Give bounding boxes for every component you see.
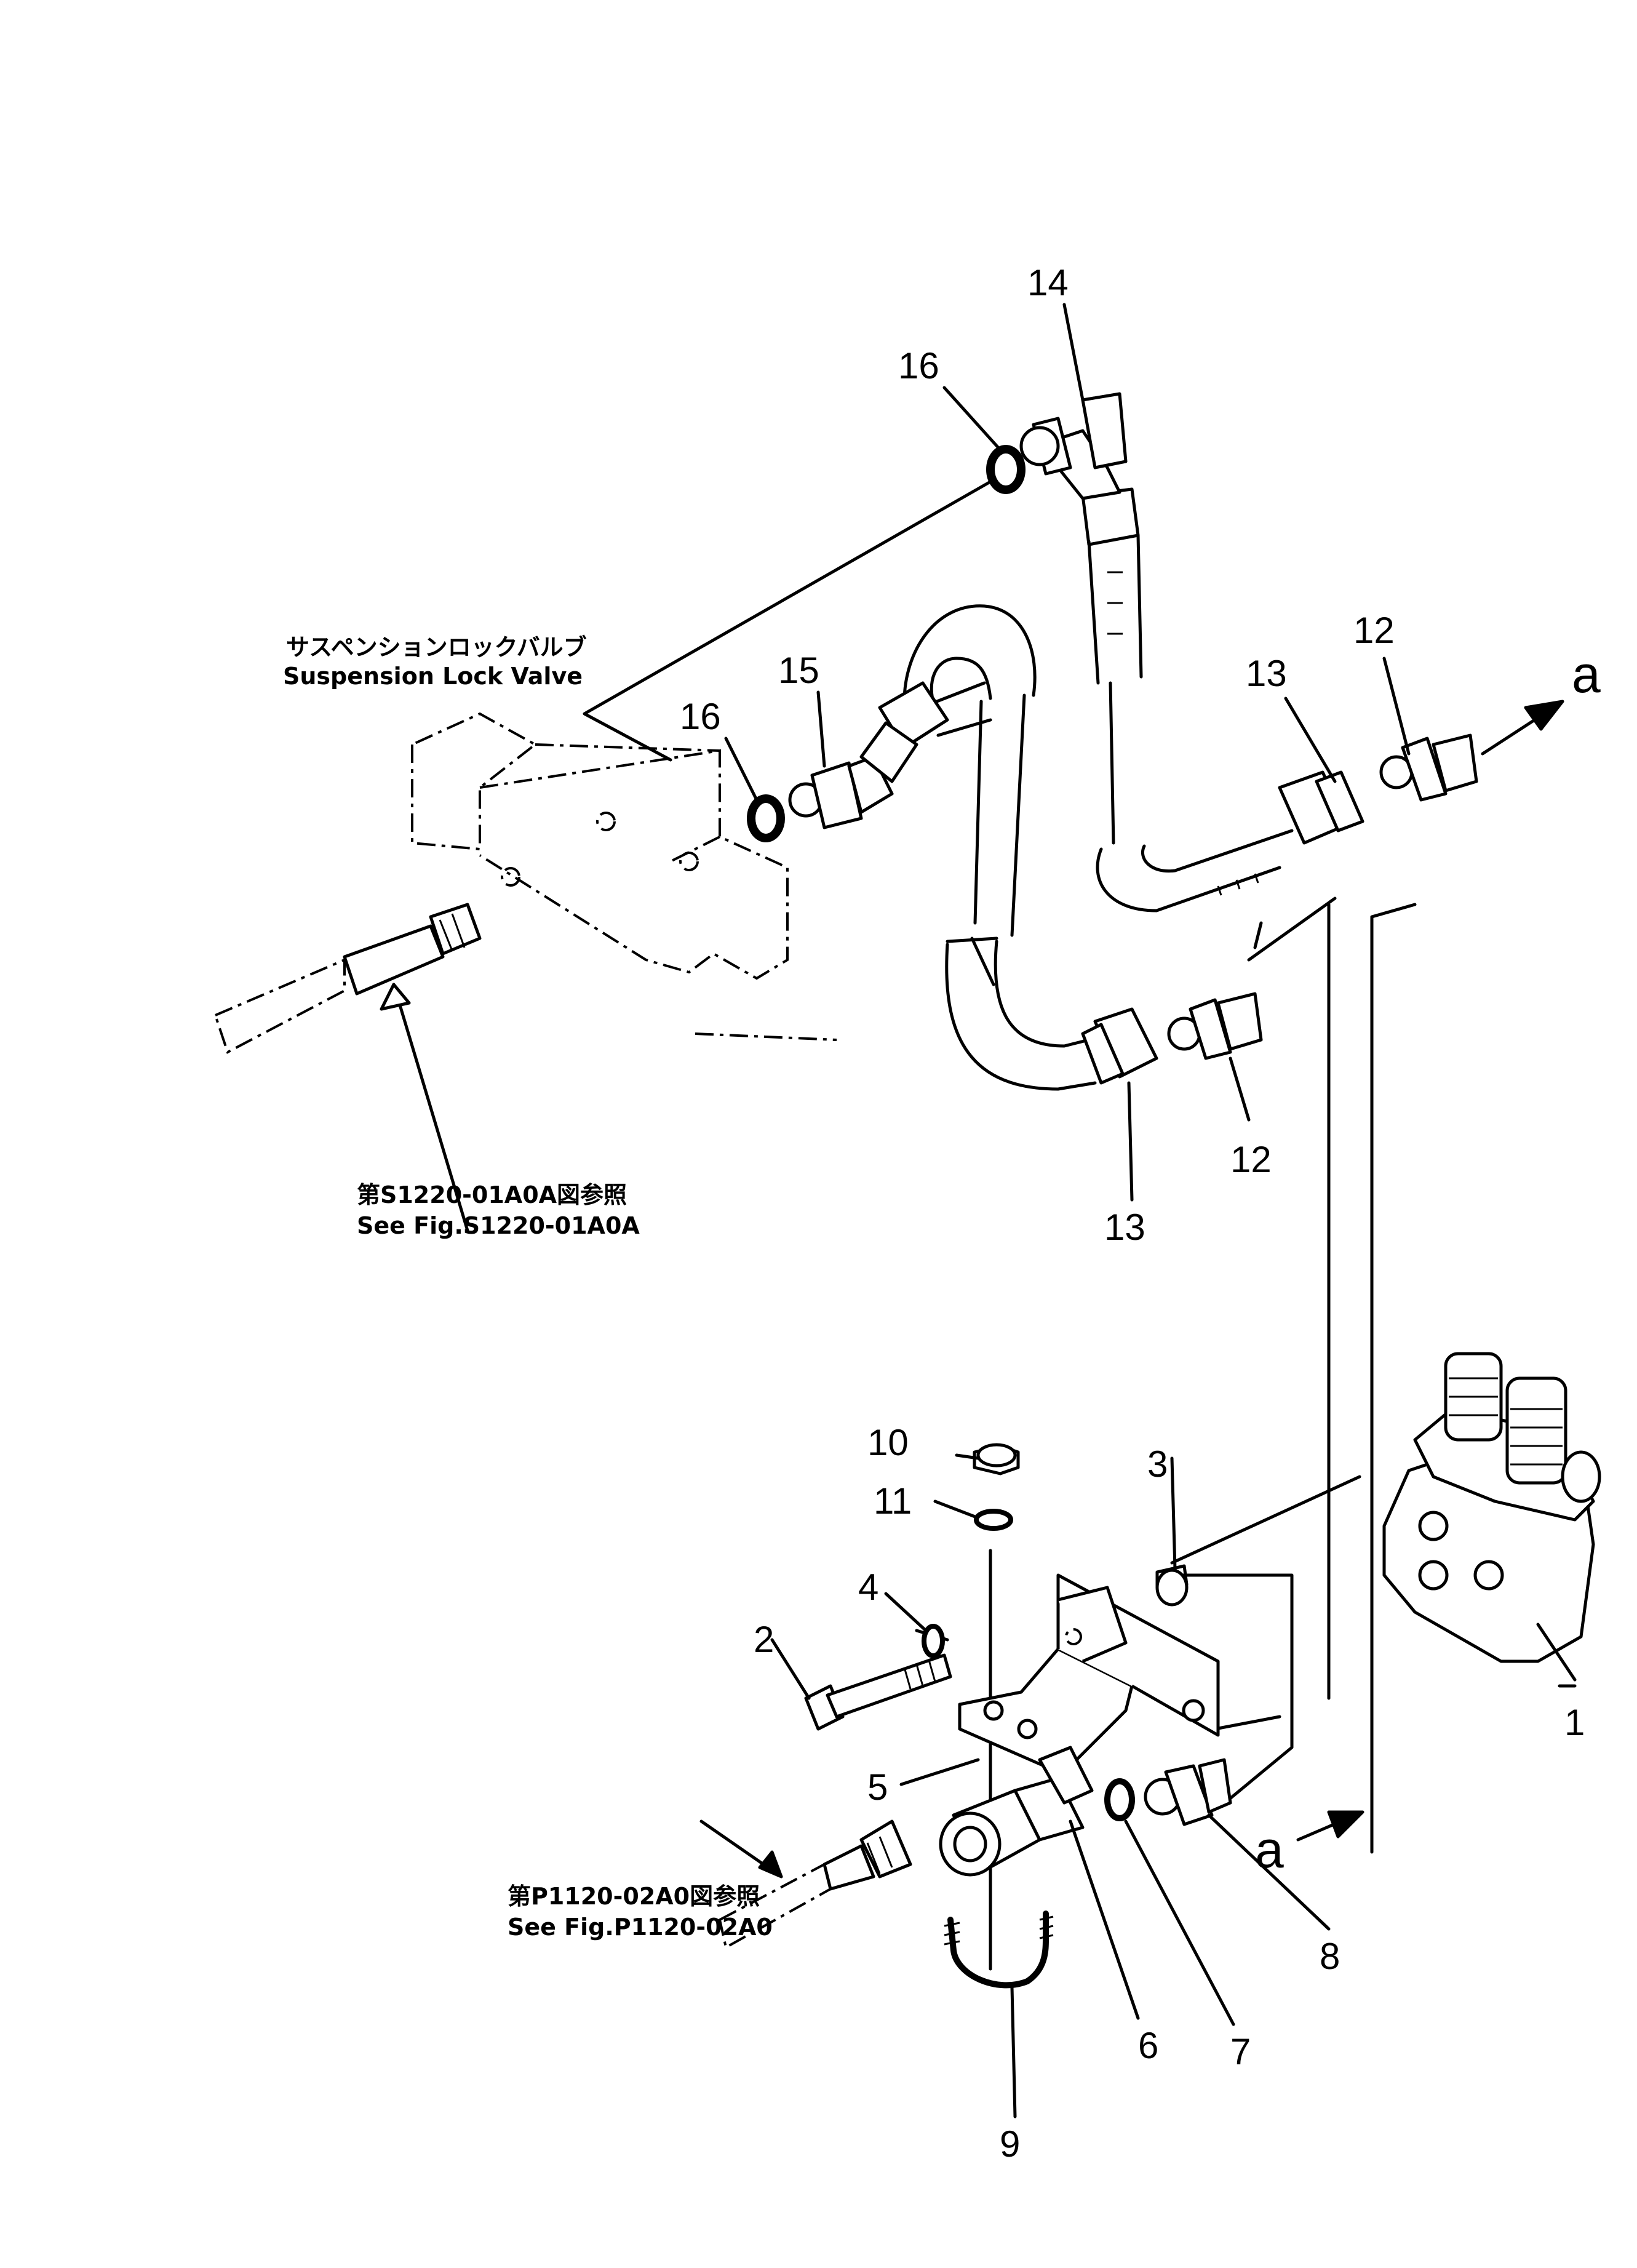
callout-13-lower: 13 xyxy=(1104,1207,1145,1248)
nut-10 xyxy=(973,1443,1020,1475)
callout-12-lower: 12 xyxy=(1230,1139,1272,1180)
arrow-a-bottom xyxy=(1296,1810,1364,1842)
callout-11: 11 xyxy=(874,1480,912,1522)
callout-10: 10 xyxy=(867,1422,909,1463)
elbow-fitting-14 xyxy=(1019,392,1128,500)
connector-8 xyxy=(1144,1758,1232,1826)
ref-note-1-en: See Fig.S1220-01A0A xyxy=(357,1212,640,1239)
valve-name-en: Suspension Lock Valve xyxy=(283,663,583,690)
callout-5: 5 xyxy=(867,1767,888,1808)
callout-1: 1 xyxy=(1564,1702,1585,1743)
callout-numbers: 1 2 3 4 5 6 7 8 9 10 11 12 12 13 13 14 1… xyxy=(680,262,1585,2165)
connector-12-lower xyxy=(1167,992,1263,1060)
pipe-left xyxy=(213,903,482,1232)
o-ring-16-upper xyxy=(986,445,1026,494)
notes: サスペンションロックバルブ Suspension Lock Valve 第S12… xyxy=(283,634,773,1941)
fitting-6 xyxy=(939,1746,1094,1877)
callout-16-upper: 16 xyxy=(898,345,939,386)
callout-16-lower: 16 xyxy=(680,696,721,737)
callout-8: 8 xyxy=(1320,1936,1340,1977)
arrow-a-top xyxy=(1481,700,1564,756)
bracket-5 xyxy=(958,1573,1220,1774)
o-ring-16-lower xyxy=(747,794,785,842)
callout-9: 9 xyxy=(1000,2123,1020,2165)
suspension-lock-valve xyxy=(411,712,837,1041)
callout-7: 7 xyxy=(1230,2031,1251,2072)
u-bolt-9 xyxy=(944,1911,1054,1989)
hose-lower xyxy=(878,604,1158,1091)
hose-upper xyxy=(1081,487,1364,912)
callout-14: 14 xyxy=(1027,262,1069,303)
connector-12-upper xyxy=(1379,733,1478,802)
callout-13-upper: 13 xyxy=(1246,653,1287,694)
callout-3: 3 xyxy=(1147,1443,1168,1485)
washer-11 xyxy=(974,1509,1013,1531)
pipe-lower-left xyxy=(699,1819,912,1950)
mark-a-bottom: a xyxy=(1255,1821,1284,1879)
callout-2: 2 xyxy=(754,1619,774,1660)
bolt-2 xyxy=(804,1653,952,1731)
ref-note-1-ja: 第S1220-01A0A図参照 xyxy=(357,1181,627,1208)
mark-a-top: a xyxy=(1572,645,1601,703)
callout-leaders xyxy=(724,303,1577,2118)
ref-note-2-en: See Fig.P1120-02A0 xyxy=(508,1914,773,1941)
valve-name-ja: サスペンションロックバルブ xyxy=(286,634,587,661)
callout-4: 4 xyxy=(858,1567,878,1608)
spacer-3 xyxy=(1155,1564,1189,1607)
ref-note-2-ja: 第P1120-02A0図参照 xyxy=(508,1883,760,1910)
callout-15: 15 xyxy=(778,650,819,691)
washer-4 xyxy=(922,1624,945,1658)
valve-assembly-1 xyxy=(1382,1352,1601,1682)
leader-lines xyxy=(583,478,1417,1971)
callout-12-upper: 12 xyxy=(1353,610,1395,651)
callout-6: 6 xyxy=(1138,2025,1158,2066)
elbow-fitting-15 xyxy=(788,721,918,829)
o-ring-7 xyxy=(1104,1778,1135,1821)
